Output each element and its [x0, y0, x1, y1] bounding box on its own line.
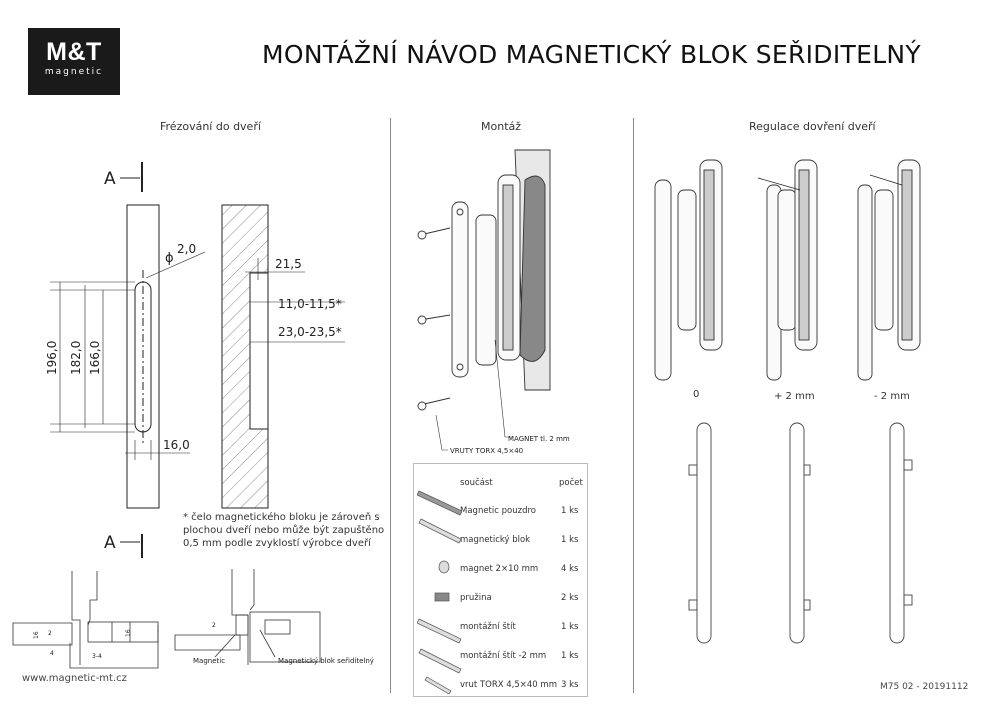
detail-section-drawings: 16 2 4 3-4 16 2 Magnetic Magnetický blok…	[12, 569, 374, 669]
part-name: magnetický blok	[460, 535, 531, 545]
dim-166: 166,0	[88, 341, 102, 375]
detail-dim-a34: 3-4	[92, 653, 102, 660]
regulation-drawings	[654, 159, 921, 644]
callout-screws: VRUTY TORX 4,5×40	[450, 447, 523, 455]
parts-table: součást počet Magnetic pouzdro 1 ks magne…	[413, 463, 588, 697]
dim-23: 23,0-23,5*	[278, 325, 342, 339]
header-part: součást	[460, 478, 493, 488]
logo-subtext: magnetic	[44, 67, 104, 77]
dim-diameter: 2,0	[177, 242, 196, 256]
detail-dim-a2: 2	[48, 630, 52, 637]
part-name: montážní štít	[460, 622, 516, 632]
callout-magnet: MAGNET tl. 2 mm	[508, 435, 570, 443]
part-name: magnet 2×10 mm	[460, 564, 539, 574]
part-qty: 2 ks	[561, 593, 579, 603]
part-qty: 4 ks	[561, 564, 579, 574]
assembly-exploded-drawing: MAGNET tl. 2 mm VRUTY TORX 4,5×40	[417, 149, 570, 455]
part-qty: 1 ks	[561, 622, 579, 632]
part-name: pružina	[460, 593, 492, 603]
page-title: MONTÁŽNÍ NÁVOD MAGNETICKÝ BLOK SEŘIDITEL…	[262, 40, 921, 69]
diameter-symbol: ϕ	[165, 251, 174, 266]
variant-label-minus2: - 2 mm	[874, 391, 910, 402]
detail-dim-b2: 2	[212, 622, 216, 629]
section-heading-milling: Frézování do dveří	[160, 120, 261, 133]
section-heading-assembly: Montáž	[481, 120, 522, 133]
header-count: počet	[559, 478, 583, 488]
variant-minus2-assembly	[857, 159, 921, 381]
brand-logo: M&T magnetic	[28, 28, 120, 95]
dim-182: 182,0	[69, 341, 83, 375]
section-mark-a-top: A	[104, 169, 116, 189]
milling-drawing: A A ϕ 2,0 196,0 182,0 166,0 16,0 21,5 11…	[45, 162, 345, 558]
detail-dim-b16: 16	[125, 629, 132, 637]
dim-196: 196,0	[45, 341, 59, 375]
part-qty: 1 ks	[561, 535, 579, 545]
part-qty: 1 ks	[561, 506, 579, 516]
part-qty: 1 ks	[561, 651, 579, 661]
section-heading-regulation: Regulace dovření dveří	[749, 120, 876, 133]
part-name: Magnetic pouzdro	[460, 506, 536, 516]
website-link[interactable]: www.magnetic-mt.cz	[22, 673, 127, 684]
section-mark-a-bottom: A	[104, 533, 116, 553]
variant-label-0: 0	[693, 389, 700, 400]
dim-21-5: 21,5	[275, 257, 302, 271]
variant-0-assembly	[654, 159, 723, 381]
milling-note: * čelo magnetického bloku je zároveň s p…	[183, 512, 385, 549]
part-qty: 3 ks	[561, 680, 579, 690]
detail-dim-a16: 16	[33, 631, 40, 639]
part-name: montážní štít -2 mm	[460, 651, 547, 661]
callout-magnetic: Magnetic	[193, 657, 225, 665]
logo-text: M&T	[46, 38, 102, 66]
detail-dim-a4: 4	[50, 650, 54, 657]
variant-label-plus2: + 2 mm	[774, 391, 815, 402]
column-divider	[390, 118, 391, 693]
document-code: M75 02 - 20191112	[880, 682, 969, 692]
dim-11: 11,0-11,5*	[278, 297, 342, 311]
part-icons	[417, 490, 462, 694]
column-divider	[633, 118, 634, 693]
callout-magnetic-block: Magnetický blok seřiditelný	[278, 657, 374, 665]
variant-plus2-assembly	[766, 159, 818, 381]
dim-16: 16,0	[163, 438, 190, 452]
part-name: vrut TORX 4,5×40 mm	[460, 680, 557, 690]
